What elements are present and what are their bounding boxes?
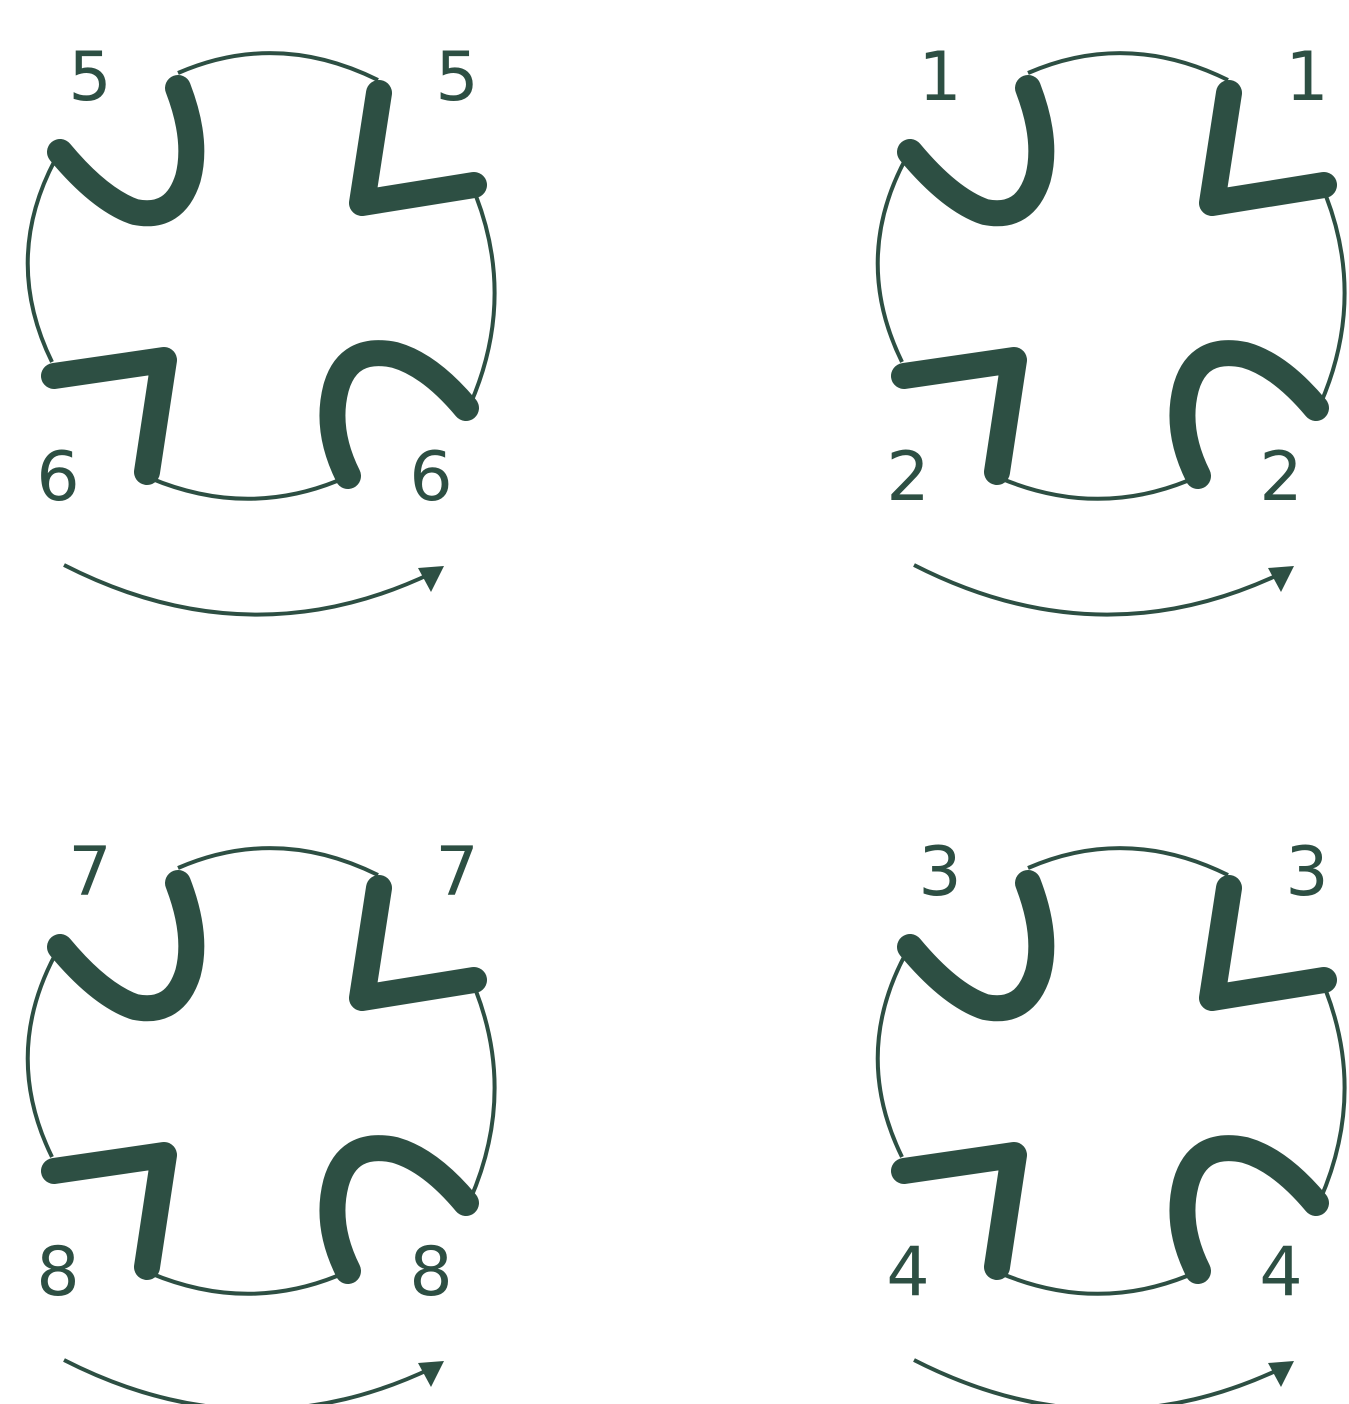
tile-a-top-left-number: 5	[68, 38, 111, 117]
tile-c: 7 7 8 8	[28, 833, 495, 1404]
tile-a-bottom-right-number: 6	[409, 438, 452, 517]
tile-d-bottom-right-number: 4	[1259, 1233, 1302, 1312]
tile-d-top-right-number: 3	[1285, 833, 1328, 912]
tile-b-bottom-left-number: 2	[886, 438, 929, 517]
tile-d: 3 3 4 4	[878, 833, 1345, 1404]
tile-d-top-left-number: 3	[918, 833, 961, 912]
tile-c-bottom-left-number: 8	[36, 1233, 79, 1312]
tile-a-top-right-number: 5	[435, 38, 478, 117]
tile-b-top-left-number: 1	[918, 38, 961, 117]
tile-b-top-right-number: 1	[1285, 38, 1328, 117]
tile-c-top-right-number: 7	[435, 833, 478, 912]
tile-c-bottom-right-number: 8	[409, 1233, 452, 1312]
tile-b: 1 1 2 2	[878, 38, 1345, 615]
tile-d-bottom-left-number: 4	[886, 1233, 929, 1312]
tile-c-top-left-number: 7	[68, 833, 111, 912]
tile-b-bottom-right-number: 2	[1259, 438, 1302, 517]
tile-a: 5 5 6 6	[28, 38, 495, 615]
tile-a-bottom-left-number: 6	[36, 438, 79, 517]
